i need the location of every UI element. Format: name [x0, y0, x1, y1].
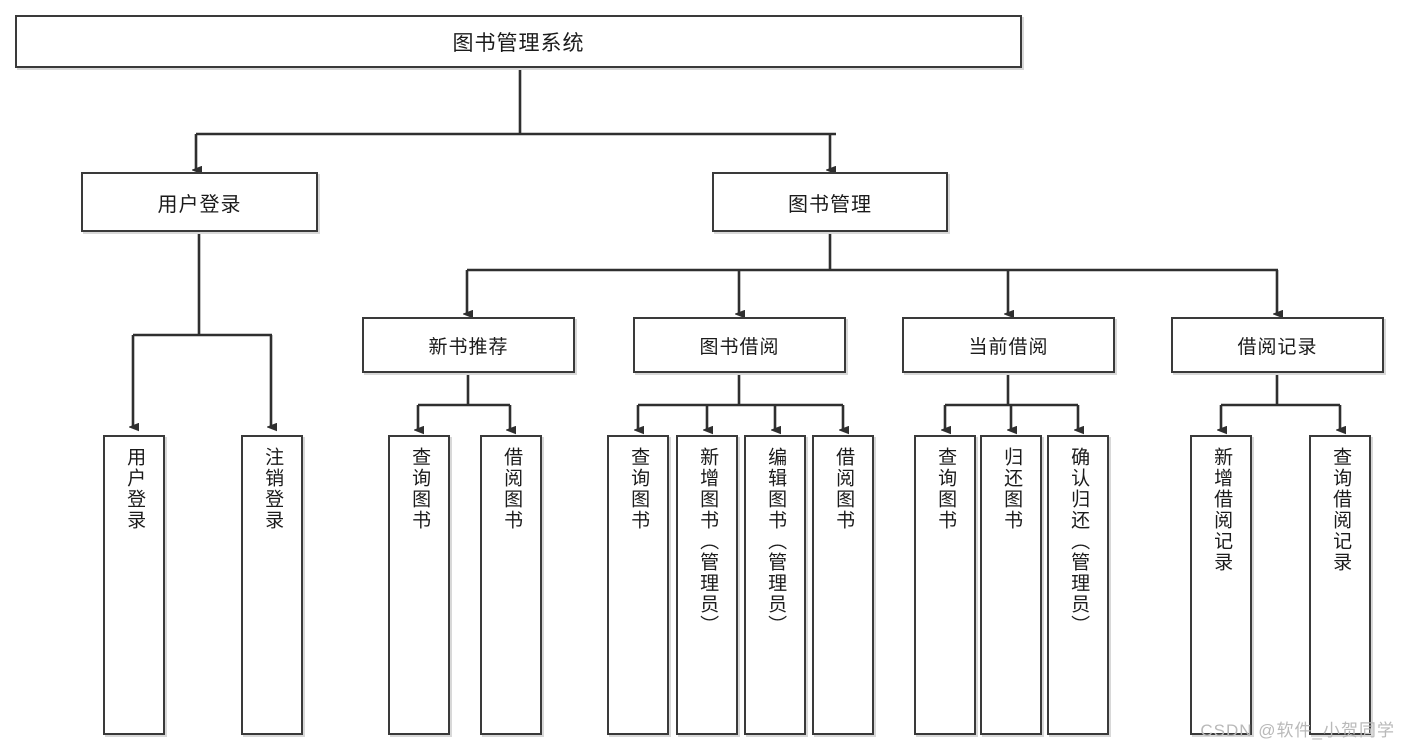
node-new-book-rec[interactable]: 新书推荐	[362, 317, 575, 373]
node-leaf-add-book[interactable]: 新增图书（管理员）	[676, 435, 738, 735]
node-leaf-user-login-label: 用户登录	[124, 447, 146, 531]
node-leaf-borrow-book-1-label: 借阅图书	[501, 447, 523, 531]
node-leaf-return-book-label: 归还图书	[1001, 447, 1023, 531]
watermark: CSDN @软件_小贺同学	[1200, 721, 1395, 740]
node-leaf-borrow-book-2[interactable]: 借阅图书	[812, 435, 874, 735]
node-leaf-borrow-book-2-label: 借阅图书	[833, 447, 855, 531]
node-leaf-edit-book[interactable]: 编辑图书（管理员）	[744, 435, 806, 735]
node-leaf-edit-book-label: 编辑图书（管理员）	[765, 447, 787, 636]
node-leaf-query-book-3[interactable]: 查询图书	[914, 435, 976, 735]
node-leaf-query-record[interactable]: 查询借阅记录	[1309, 435, 1371, 735]
node-leaf-logout-label: 注销登录	[262, 447, 284, 531]
node-current-borrow-label: 当前借阅	[968, 336, 1049, 358]
node-book-manage[interactable]: 图书管理	[712, 172, 948, 232]
node-user-login[interactable]: 用户登录	[81, 172, 318, 232]
node-leaf-add-record-label: 新增借阅记录	[1211, 447, 1233, 573]
node-leaf-query-book-1-label: 查询图书	[409, 447, 431, 531]
node-user-login-label: 用户登录	[157, 193, 242, 216]
node-leaf-query-book-1[interactable]: 查询图书	[388, 435, 450, 735]
node-leaf-query-book-2[interactable]: 查询图书	[607, 435, 669, 735]
node-root-label: 图书管理系统	[452, 31, 585, 55]
node-leaf-query-book-3-label: 查询图书	[935, 447, 957, 531]
node-leaf-user-login[interactable]: 用户登录	[103, 435, 165, 735]
node-current-borrow[interactable]: 当前借阅	[902, 317, 1115, 373]
node-book-borrow[interactable]: 图书借阅	[633, 317, 846, 373]
node-leaf-confirm-return[interactable]: 确认归还（管理员）	[1047, 435, 1109, 735]
node-book-borrow-label: 图书借阅	[699, 336, 780, 358]
node-leaf-confirm-return-label: 确认归还（管理员）	[1068, 447, 1090, 636]
node-root[interactable]: 图书管理系统	[15, 15, 1022, 68]
node-leaf-logout[interactable]: 注销登录	[241, 435, 303, 735]
node-leaf-add-record[interactable]: 新增借阅记录	[1190, 435, 1252, 735]
node-borrow-record-label: 借阅记录	[1237, 336, 1318, 358]
node-new-book-rec-label: 新书推荐	[428, 336, 509, 358]
node-leaf-add-book-label: 新增图书（管理员）	[697, 447, 719, 636]
node-book-manage-label: 图书管理	[788, 193, 872, 216]
node-leaf-return-book[interactable]: 归还图书	[980, 435, 1042, 735]
node-leaf-borrow-book-1[interactable]: 借阅图书	[480, 435, 542, 735]
node-leaf-query-book-2-label: 查询图书	[628, 447, 650, 531]
node-borrow-record[interactable]: 借阅记录	[1171, 317, 1384, 373]
node-leaf-query-record-label: 查询借阅记录	[1330, 447, 1352, 573]
